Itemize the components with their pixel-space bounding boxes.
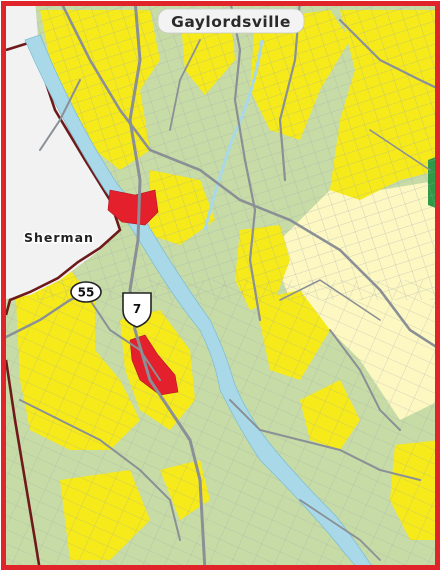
gaylordsville-label: Gaylordsville <box>171 13 291 31</box>
route-55-label: 55 <box>78 286 95 300</box>
river <box>24 34 372 565</box>
parcel-lines-south <box>6 280 435 565</box>
sherman-label: Sherman <box>24 230 94 245</box>
route-55-shield: 55 <box>70 281 102 303</box>
place-label-sherman: Sherman <box>23 229 95 247</box>
lake-area <box>6 6 120 299</box>
state-boundary-line-south <box>6 359 41 565</box>
place-label-gaylordsville: Gaylordsville <box>157 8 305 34</box>
us-route-7-shield: 7 <box>122 292 152 328</box>
tributary-stream <box>203 39 264 231</box>
route-7-label: 7 <box>133 302 141 316</box>
